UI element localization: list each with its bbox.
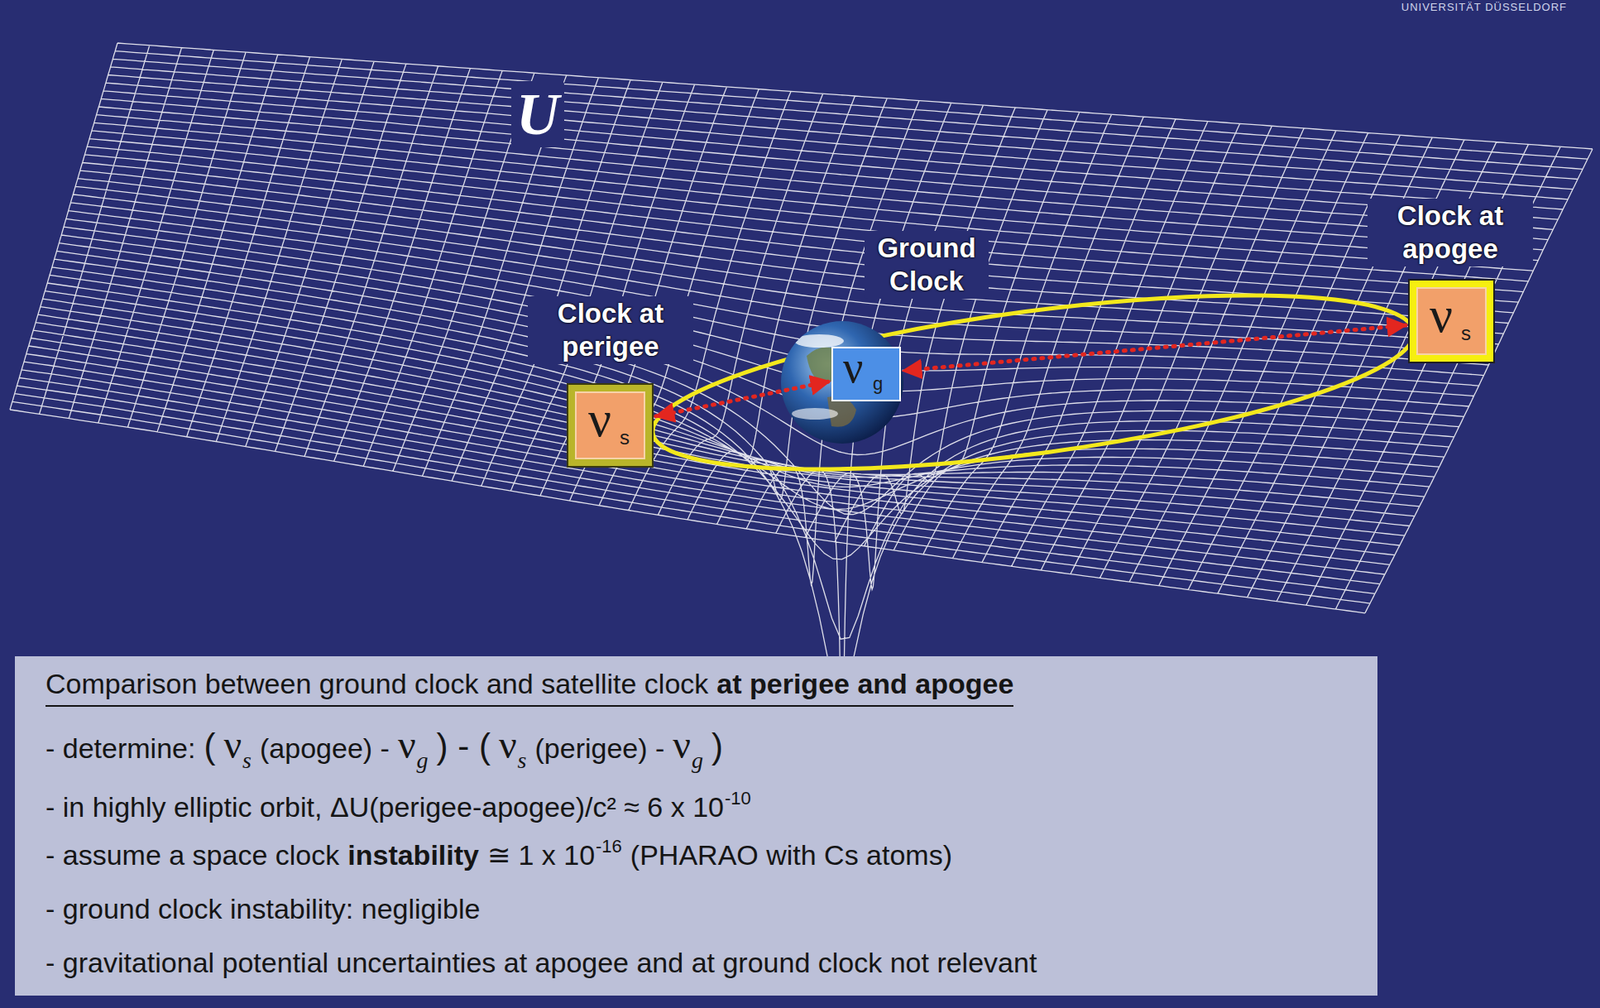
note-text: - determine: [45, 732, 196, 764]
note-text: - ground clock instability: negligible [45, 892, 480, 925]
note-text: ≅ 1 x 10 [487, 838, 595, 871]
subscript: g [691, 747, 704, 773]
note-text: (PHARAO with Cs atoms) [630, 838, 953, 871]
superscript: -16 [595, 835, 623, 857]
text-line: - ground clock instability: negligible [45, 890, 480, 933]
subscript: g [416, 747, 429, 773]
potential-symbol: U [511, 81, 565, 148]
subscript: s [619, 427, 630, 448]
subscript: s [517, 747, 527, 773]
earth-globe [780, 320, 904, 444]
frequency-symbol: ν [498, 722, 518, 767]
note-text: instability [347, 838, 480, 871]
text-line: Comparison between ground clock and sate… [45, 667, 1014, 707]
frequency-symbol: ν [843, 344, 863, 390]
text-line: - gravitational potential uncertainties … [45, 943, 1037, 987]
clock-label: Clock at perigee [527, 296, 694, 365]
note-text: ( [203, 726, 216, 766]
frequency-symbol: ν [1429, 288, 1453, 341]
frequency-symbol: ν [588, 392, 612, 445]
frequency-symbol: ν [223, 722, 242, 767]
frequency-symbol: ν [672, 722, 691, 767]
note-text: ) - ( [436, 726, 491, 766]
watermark: UNIVERSITÄT DÜSSELDORF [1401, 0, 1567, 14]
subscript: s [242, 747, 252, 773]
perigee-clock-box: Clock at perigeeνs [566, 383, 654, 468]
signal-link [656, 381, 829, 417]
note-text: Comparison between ground clock and sate… [45, 667, 709, 700]
note-text: at perigee and apogee [716, 667, 1014, 700]
text-line: - determine:(νs(apogee) -νg) - (νs(perig… [45, 720, 724, 778]
ground-clock-box: Ground Clockνg [831, 346, 901, 402]
note-text: (apogee) - [259, 732, 390, 764]
subscript: g [872, 374, 883, 393]
note-text: ) [711, 726, 724, 766]
superscript: -10 [724, 787, 752, 809]
note-text: - assume a space clock [45, 838, 340, 871]
text-line: - in highly elliptic orbit, ΔU(perigee-a… [45, 788, 752, 831]
note-text: - gravitational potential uncertainties … [45, 946, 1037, 978]
note-text: (perigee) - [535, 732, 666, 764]
frequency-symbol: ν [397, 722, 417, 767]
notes-panel: Comparison between ground clock and sate… [14, 656, 1378, 996]
orbit-ellipse [643, 260, 1424, 503]
clock-label: Clock at apogee [1367, 198, 1533, 267]
apogee-clock-box: Clock at apogeeνs [1408, 278, 1495, 364]
signal-link [903, 325, 1406, 371]
subscript: s [1461, 323, 1471, 344]
text-line: - assume a space clockinstability≅ 1 x 1… [45, 836, 953, 879]
note-text: - in highly elliptic orbit, ΔU(perigee-a… [45, 790, 724, 823]
clock-label: Ground Clock [864, 230, 989, 299]
